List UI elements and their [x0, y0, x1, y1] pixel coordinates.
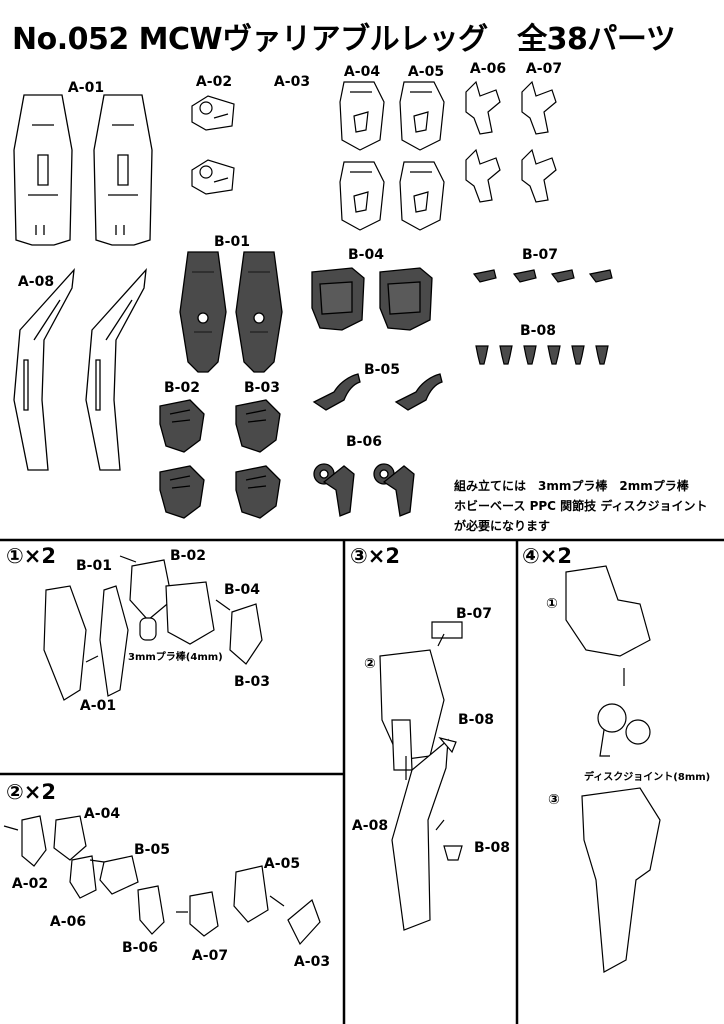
step2-label-a06: A-06	[49, 914, 87, 930]
step-3-heading: ③×2	[350, 544, 400, 568]
label-a06: A-06	[469, 61, 507, 77]
step2-label-a02: A-02	[11, 876, 49, 892]
rod-callout: 3mmプラ棒(4mm)	[128, 652, 223, 663]
step1-label-b03: B-03	[234, 674, 270, 690]
step3-ref-2: ②	[364, 656, 376, 672]
step3-label-a08: A-08	[351, 818, 389, 834]
requirements-line-2: ホビーベース PPC 関節技 ディスクジョイント	[454, 499, 708, 513]
step2-label-a05: A-05	[263, 856, 301, 872]
label-b08: B-08	[520, 323, 556, 339]
label-a08: A-08	[17, 274, 55, 290]
step-4-heading: ④×2	[522, 544, 572, 568]
requirements-note: 組み立てには 3mmプラ棒 2mmプラ棒 ホビーベース PPC 関節技 ディスク…	[454, 476, 708, 536]
step2-label-b06: B-06	[122, 940, 158, 956]
label-b02: B-02	[164, 380, 200, 396]
label-b07: B-07	[522, 247, 558, 263]
label-b03: B-03	[244, 380, 280, 396]
step1-label-b01: B-01	[76, 558, 112, 574]
step2-label-b05: B-05	[134, 842, 170, 858]
label-b04: B-04	[348, 247, 384, 263]
label-a02: A-02	[195, 74, 233, 90]
step2-label-a07: A-07	[191, 948, 229, 964]
step1-label-b02: B-02	[170, 548, 206, 564]
step4-ref-3: ③	[548, 792, 560, 808]
step1-label-a01: A-01	[79, 698, 117, 714]
label-a03: A-03	[273, 74, 311, 90]
label-a05: A-05	[407, 64, 445, 80]
step2-label-a04: A-04	[83, 806, 121, 822]
step-1-heading: ①×2	[6, 544, 56, 568]
step3-label-b08-bottom: B-08	[474, 840, 510, 856]
step1-label-b04: B-04	[224, 582, 260, 598]
disc-joint-callout: ディスクジョイント(8mm)	[584, 772, 711, 783]
step3-label-b08-top: B-08	[458, 712, 494, 728]
page-title: No.052 MCWヴァリアブルレッグ 全38パーツ	[12, 22, 676, 57]
label-b05: B-05	[364, 362, 400, 378]
label-b01: B-01	[214, 234, 250, 250]
step-2-heading: ②×2	[6, 780, 56, 804]
label-a04: A-04	[343, 64, 381, 80]
label-a01: A-01	[67, 80, 105, 96]
step4-ref-1: ①	[546, 596, 558, 612]
requirements-line-3: が必要になります	[454, 519, 551, 533]
requirements-line-1: 組み立てには 3mmプラ棒 2mmプラ棒	[454, 479, 689, 493]
step3-label-b07: B-07	[456, 606, 492, 622]
step2-label-a03: A-03	[293, 954, 331, 970]
label-a07: A-07	[525, 61, 563, 77]
label-b06: B-06	[346, 434, 382, 450]
